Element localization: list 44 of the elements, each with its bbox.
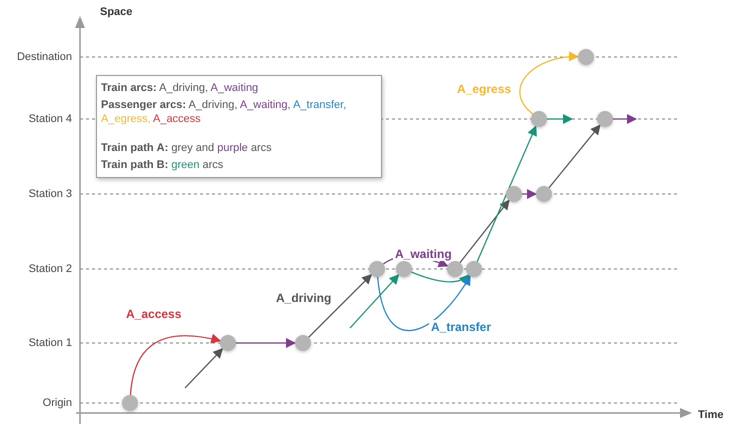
event-node bbox=[396, 261, 412, 277]
arrow bbox=[522, 189, 537, 199]
arrow bbox=[308, 274, 372, 338]
legend-text: Train path A: grey and purple arcs bbox=[101, 141, 273, 155]
event-node bbox=[466, 261, 482, 277]
arrow bbox=[476, 125, 537, 262]
arrow bbox=[350, 274, 400, 328]
arrow bbox=[411, 271, 470, 285]
legend-text: Train path B: green arcs bbox=[101, 158, 224, 172]
legend-text: Passenger arcs: A_driving, A_waiting, A_transfer, A_egress, A_access bbox=[101, 98, 348, 126]
arrow bbox=[613, 114, 637, 124]
edge-label: A_waiting bbox=[393, 247, 454, 261]
event-node bbox=[369, 261, 385, 277]
arrow bbox=[547, 114, 573, 124]
station-name: Origin bbox=[42, 397, 72, 409]
arrow bbox=[377, 275, 471, 331]
edge-label: A_driving bbox=[274, 291, 334, 305]
arrow bbox=[519, 52, 579, 114]
arrow bbox=[236, 338, 296, 348]
event-node bbox=[536, 186, 552, 202]
event-node bbox=[295, 335, 311, 351]
arrow bbox=[459, 200, 510, 264]
legend-text: Train arcs: A_driving, A_waiting bbox=[101, 81, 260, 95]
event-node bbox=[447, 261, 463, 277]
event-node bbox=[578, 49, 594, 65]
event-node bbox=[506, 186, 522, 202]
station-name: Station 3 bbox=[28, 188, 72, 200]
event-node bbox=[597, 111, 613, 127]
edge-label: A_egress bbox=[455, 82, 514, 96]
edge-label: A_transfer bbox=[429, 320, 494, 334]
event-node bbox=[531, 111, 547, 127]
axis-title: Space bbox=[100, 6, 132, 18]
station-name: Station 2 bbox=[28, 263, 72, 275]
station-name: Destination bbox=[16, 51, 72, 63]
edge-label: A_access bbox=[124, 307, 184, 321]
arrow bbox=[130, 334, 222, 396]
station-name: Station 4 bbox=[28, 113, 72, 125]
arrow bbox=[548, 124, 601, 188]
event-node bbox=[220, 335, 236, 351]
legend-box bbox=[96, 75, 382, 178]
event-node bbox=[122, 395, 138, 411]
arrow bbox=[184, 348, 224, 388]
axis-title: Time bbox=[698, 409, 724, 421]
station-name: Station 1 bbox=[28, 337, 72, 349]
